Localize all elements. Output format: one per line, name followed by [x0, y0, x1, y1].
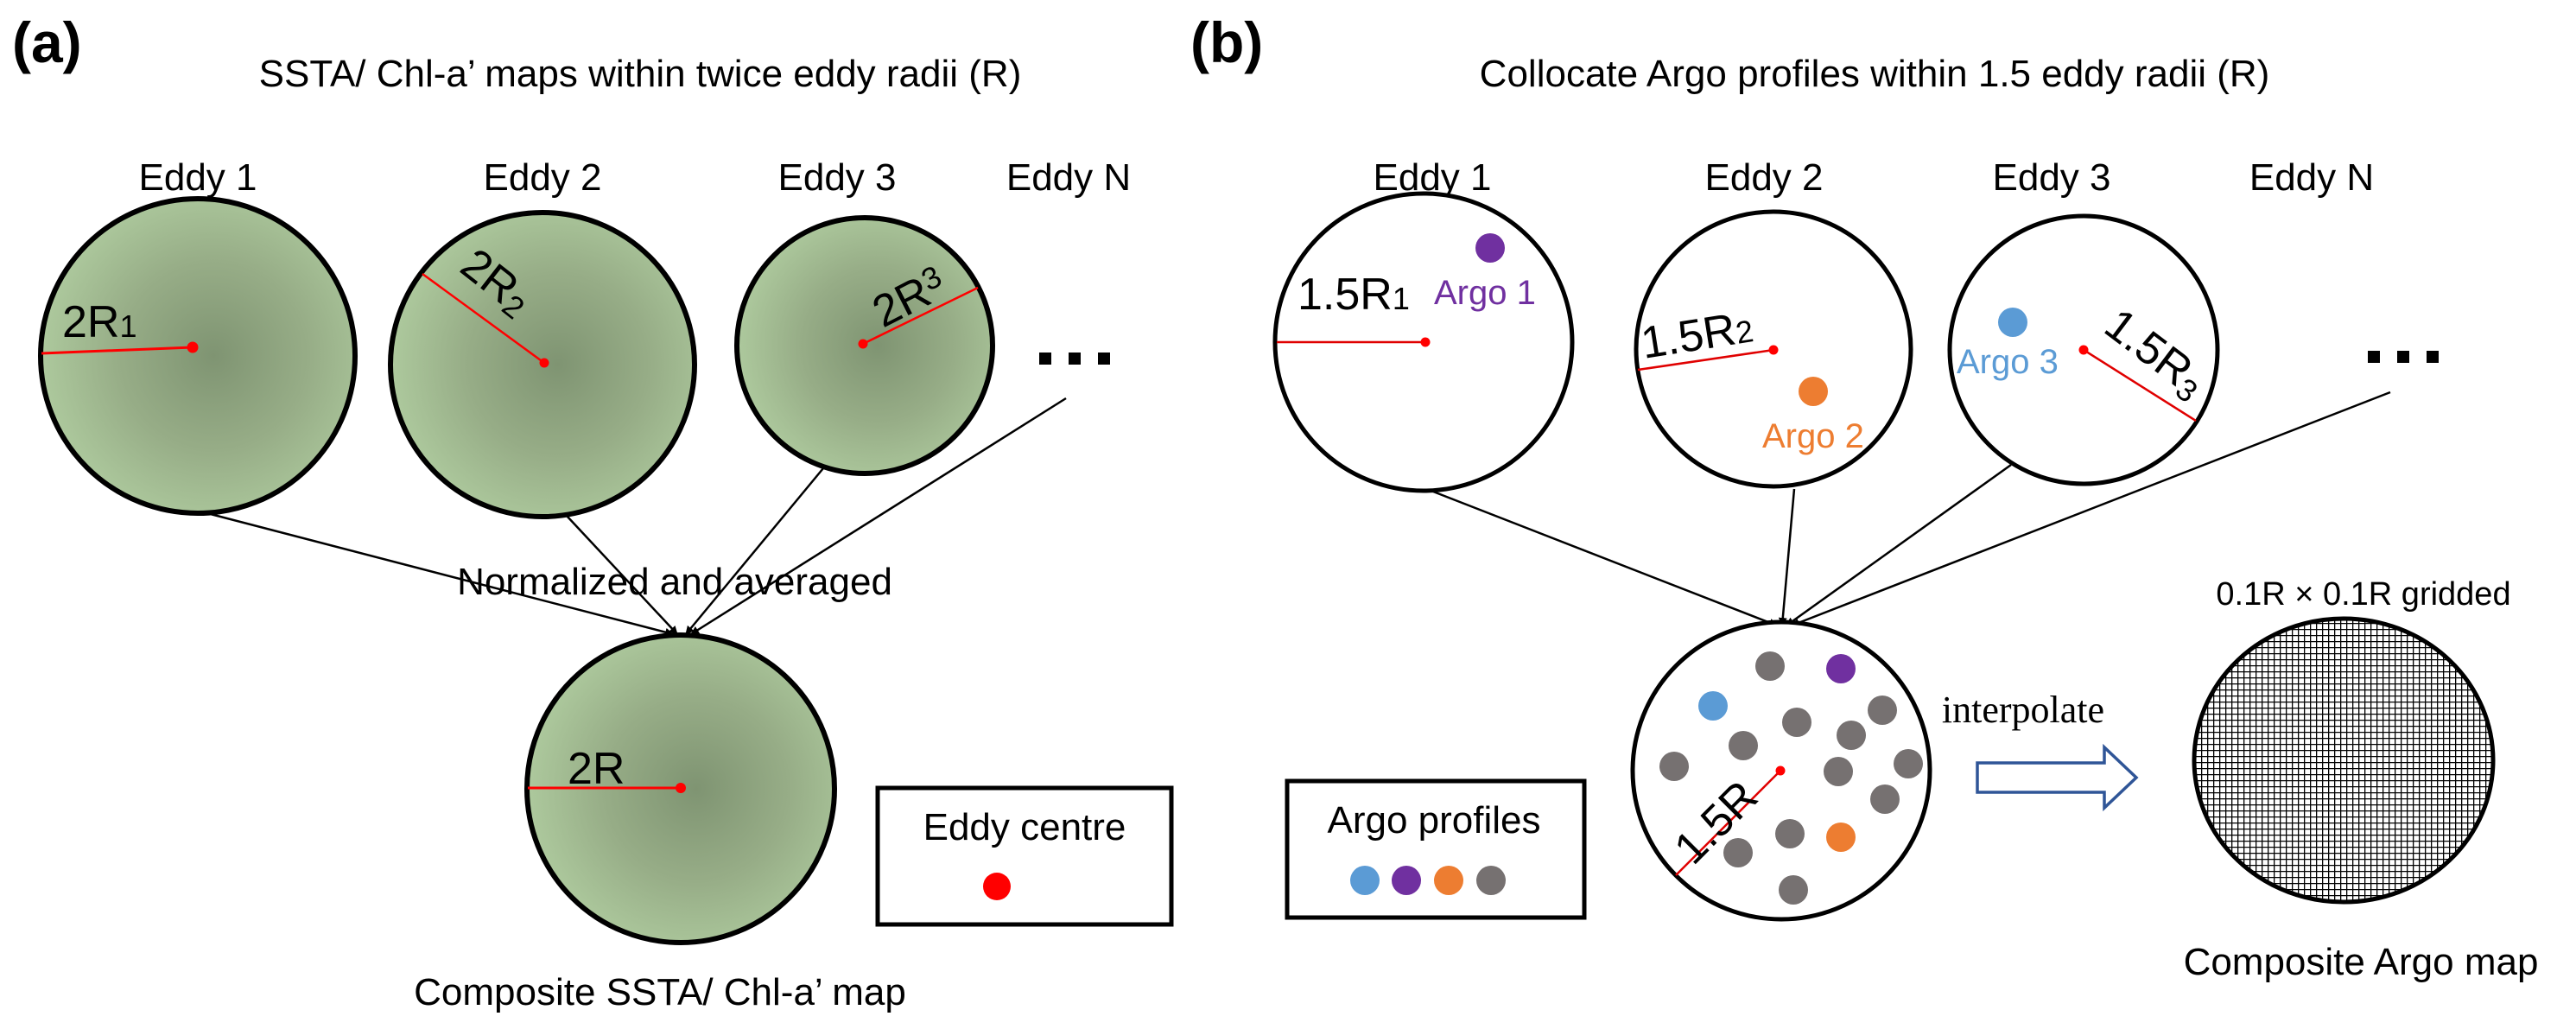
normalize-average-label: Normalized and averaged — [457, 561, 892, 603]
argo-3-dot — [1998, 308, 2027, 337]
connector-eddy-2 — [1778, 488, 1796, 626]
eddy-3-centre — [858, 339, 868, 349]
eddy-2-label: Eddy 2 — [484, 156, 602, 199]
eddy-3-map: 2R3 — [734, 215, 995, 476]
eddy-1-radius-label: 1.5R1 — [1298, 270, 1410, 320]
composite-argo-profiles: 1.5R — [1630, 619, 1932, 922]
argo-profile-dot — [1824, 757, 1853, 786]
argo-profile-dot — [1868, 696, 1897, 725]
composite-centre — [1775, 765, 1786, 776]
composite-sst-map: 2R — [524, 632, 837, 945]
argo-profile-dot — [1782, 708, 1811, 737]
eddy-2-map: 2R2 — [388, 210, 697, 519]
interpolate-label: interpolate — [1942, 689, 2104, 731]
eddy-1-radius-line — [41, 346, 194, 355]
panel-a-label: (a) — [12, 10, 82, 74]
eddy-3-label: Eddy 3 — [778, 156, 897, 199]
panel-b: (b) Collocate Argo profiles within 1.5 e… — [1190, 10, 2538, 983]
eddy-3-radius-line — [2083, 348, 2197, 422]
argo-profile-dot — [1755, 651, 1785, 681]
panel-b-label: (b) — [1190, 10, 1263, 74]
eddy-3-profiles: 1.5R3 Argo 3 — [1947, 213, 2220, 486]
panel-a-title: SSTA/ Chl-a’ maps within twice eddy radi… — [259, 53, 1022, 95]
composite-radius-label: 2R — [568, 744, 625, 794]
eddy-centre-legend: Eddy centre — [875, 785, 1174, 927]
argo-profile-dot — [1775, 819, 1805, 848]
legend-eddy-centre-dot — [983, 873, 1011, 900]
argo-profile-dot — [1729, 731, 1758, 760]
eddy-1-circle — [38, 196, 358, 516]
argo-profile-dot — [1659, 752, 1689, 781]
composite-argo-caption: Composite Argo map — [2184, 941, 2539, 983]
eddy-1-map: 2R1 — [38, 196, 358, 516]
connector-eddy-2 — [566, 515, 678, 635]
composite-radius-line — [1675, 770, 1781, 876]
eddy-1-profiles: 1.5R1 Argo 1 — [1272, 191, 1575, 493]
argo-2-label: Argo 2 — [1762, 417, 1864, 455]
eddy-2-centre — [539, 358, 549, 368]
eddy-2-centre — [1768, 345, 1779, 355]
argo-1-label: Argo 1 — [1434, 274, 1536, 312]
legend-argo-2-dot — [1434, 866, 1463, 895]
eddy-3-label: Eddy 3 — [1993, 156, 2111, 199]
composite-centre — [676, 783, 686, 793]
panel-a: (a) SSTA/ Chl-a’ maps within twice eddy … — [12, 10, 1174, 1013]
eddy-2-radius-line — [422, 272, 545, 365]
legend-title: Argo profiles — [1327, 799, 1540, 842]
eddy-1-radius-label: 2R1 — [62, 297, 137, 347]
argo-2-dot — [1826, 823, 1856, 852]
legend-argo-1-dot — [1392, 866, 1421, 895]
composite-dots — [1659, 651, 1923, 905]
gridded-composite-map — [2192, 616, 2496, 905]
legend-argo-other-dot — [1476, 866, 1506, 895]
connector-lines-a — [200, 397, 1067, 637]
eddy-3-centre — [2078, 345, 2089, 355]
argo-profile-dot — [1779, 875, 1808, 905]
eddy-n-label: Eddy N — [1006, 156, 1131, 199]
argo-profiles-legend: Argo profiles — [1285, 778, 1587, 920]
grid-resolution-label: 0.1R × 0.1R gridded — [2216, 576, 2510, 613]
argo-2-dot — [1799, 377, 1828, 406]
connector-eddy-3 — [685, 467, 824, 635]
argo-1-dot — [1475, 233, 1505, 263]
connector-eddy-n — [690, 397, 1067, 636]
argo-profile-dot — [1837, 721, 1866, 750]
argo-profile-dot — [1723, 838, 1753, 867]
argo-1-dot — [1826, 654, 1856, 683]
eddy-1-centre — [1420, 337, 1431, 347]
legend-title: Eddy centre — [923, 806, 1126, 848]
eddy-2-profiles: 1.5R2 Argo 2 — [1634, 209, 1913, 489]
eddy-1-label: Eddy 1 — [139, 156, 257, 199]
panel-b-title: Collocate Argo profiles within 1.5 eddy … — [1480, 53, 2270, 95]
legend-argo-3-dot — [1350, 866, 1380, 895]
eddy-2-radius-line — [1637, 348, 1774, 372]
argo-profile-dot — [1870, 784, 1900, 814]
connector-eddy-n — [1791, 391, 2391, 627]
connector-eddy-3 — [1786, 463, 2012, 627]
eddy-3-radius-line — [862, 286, 979, 346]
composite-sst-caption: Composite SSTA/ Chl-a’ map — [414, 971, 906, 1013]
eddy-n-label: Eddy N — [2249, 156, 2374, 199]
more-eddies-ellipsis — [2368, 351, 2439, 363]
argo-3-label: Argo 3 — [1957, 343, 2059, 381]
argo-profile-dot — [1894, 749, 1923, 778]
eddy-2-label: Eddy 2 — [1705, 156, 1824, 199]
connector-eddy-1 — [200, 510, 674, 637]
connector-lines-b — [1428, 391, 2391, 627]
argo-3-dot — [1698, 691, 1728, 721]
more-eddies-ellipsis — [1039, 353, 1110, 365]
eddy-1-centre — [187, 341, 199, 353]
interpolate-arrow-icon — [1976, 743, 2139, 812]
connector-eddy-1 — [1428, 488, 1778, 627]
